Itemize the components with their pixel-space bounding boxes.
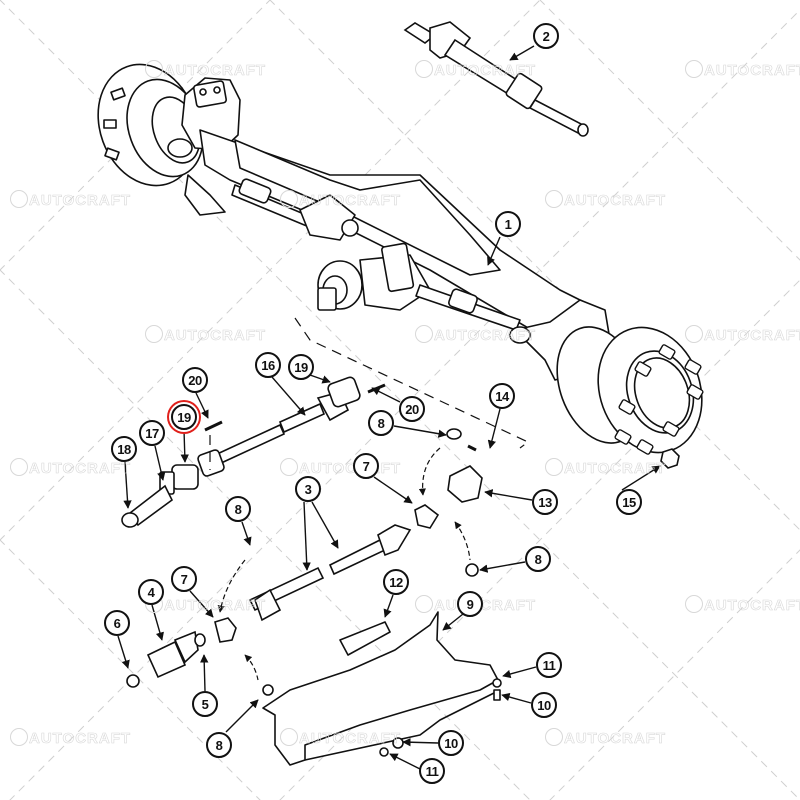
watermark-label: AUTOCRAFT — [29, 730, 132, 748]
watermark-label: AUTOCRAFT — [704, 62, 800, 80]
watermark-text: AUTOCRAFT — [280, 190, 401, 209]
callout-part-8[interactable]: 8 — [368, 410, 394, 436]
watermark-label: AUTOCRAFT — [434, 597, 537, 615]
shaft-assembly-part-2 — [403, 21, 589, 137]
callout-part-1[interactable]: 1 — [495, 211, 521, 237]
watermark-label: AUTOCRAFT — [164, 327, 267, 345]
watermark-text: AUTOCRAFT — [685, 325, 800, 344]
callout-part-4[interactable]: 4 — [138, 579, 164, 605]
watermark-logo-icon — [545, 728, 563, 746]
guard-part-9 — [262, 611, 502, 766]
watermark-label: AUTOCRAFT — [164, 62, 267, 80]
watermark-logo-icon — [280, 458, 298, 476]
watermark-label: AUTOCRAFT — [299, 730, 402, 748]
watermark-text: AUTOCRAFT — [280, 458, 401, 477]
callout-part-8[interactable]: 8 — [206, 732, 232, 758]
callout-part-7[interactable]: 7 — [171, 566, 197, 592]
watermark-logo-icon — [10, 728, 28, 746]
watermark-text: AUTOCRAFT — [145, 60, 266, 79]
watermark-logo-icon — [545, 458, 563, 476]
callout-part-18[interactable]: 18 — [111, 436, 137, 462]
slip-yoke-parts — [126, 617, 274, 696]
callout-part-11[interactable]: 11 — [419, 758, 445, 784]
dashed-assembly-outlines — [209, 317, 530, 470]
callout-part-8[interactable]: 8 — [225, 496, 251, 522]
right-hub — [556, 326, 704, 455]
callout-part-14[interactable]: 14 — [489, 383, 515, 409]
watermark-logo-icon — [415, 325, 433, 343]
watermark-logo-icon — [685, 595, 703, 613]
callout-part-8[interactable]: 8 — [525, 546, 551, 572]
assembly-motion-arrows — [217, 447, 471, 681]
watermark-label: AUTOCRAFT — [564, 730, 667, 748]
watermark-label: AUTOCRAFT — [434, 327, 537, 345]
watermark-label: AUTOCRAFT — [434, 62, 537, 80]
callout-part-20[interactable]: 20 — [399, 396, 425, 422]
callout-part-9[interactable]: 9 — [457, 591, 483, 617]
watermark-label: AUTOCRAFT — [564, 192, 667, 210]
callout-part-5[interactable]: 5 — [192, 691, 218, 717]
watermark-text: AUTOCRAFT — [10, 728, 131, 747]
watermark-logo-icon — [415, 60, 433, 78]
watermark-text: AUTOCRAFT — [415, 60, 536, 79]
watermark-logo-icon — [145, 325, 163, 343]
watermark-logo-icon — [685, 325, 703, 343]
watermark-logo-icon — [545, 190, 563, 208]
watermark-text: AUTOCRAFT — [545, 728, 666, 747]
callout-part-11[interactable]: 11 — [536, 652, 562, 678]
watermark-text: AUTOCRAFT — [685, 595, 800, 614]
callout-leader-arrows — [117, 45, 661, 771]
watermark-logo-icon — [10, 458, 28, 476]
watermark-label: AUTOCRAFT — [299, 192, 402, 210]
callout-part-10[interactable]: 10 — [531, 692, 557, 718]
callout-part-19[interactable]: 19 — [288, 354, 314, 380]
wheel-nut-part-15 — [660, 448, 680, 469]
callout-part-6[interactable]: 6 — [104, 610, 130, 636]
callout-part-3[interactable]: 3 — [295, 476, 321, 502]
watermark-label: AUTOCRAFT — [164, 597, 267, 615]
watermark-label: AUTOCRAFT — [564, 460, 667, 478]
watermark-logo-icon — [685, 60, 703, 78]
callout-part-20[interactable]: 20 — [182, 367, 208, 393]
watermark-logo-icon — [10, 190, 28, 208]
callout-part-15[interactable]: 15 — [616, 489, 642, 515]
callout-part-16[interactable]: 16 — [255, 352, 281, 378]
watermark-text: AUTOCRAFT — [10, 458, 131, 477]
left-driveline-parts — [121, 376, 386, 528]
watermark-logo-icon — [280, 728, 298, 746]
watermark-label: AUTOCRAFT — [299, 460, 402, 478]
watermark-text: AUTOCRAFT — [685, 60, 800, 79]
watermark-text: AUTOCRAFT — [545, 458, 666, 477]
center-joint-parts — [414, 428, 483, 577]
watermark-text: AUTOCRAFT — [145, 595, 266, 614]
callout-part-13[interactable]: 13 — [532, 489, 558, 515]
callout-part-17[interactable]: 17 — [139, 420, 165, 446]
watermark-logo-icon — [280, 190, 298, 208]
callout-part-12[interactable]: 12 — [383, 569, 409, 595]
watermark-text: AUTOCRAFT — [415, 325, 536, 344]
watermark-text: AUTOCRAFT — [280, 728, 401, 747]
callout-part-10[interactable]: 10 — [438, 730, 464, 756]
watermark-label: AUTOCRAFT — [704, 597, 800, 615]
watermark-logo-icon — [415, 595, 433, 613]
watermark-label: AUTOCRAFT — [29, 460, 132, 478]
propeller-shaft-part-3 — [248, 524, 412, 622]
callout-part-7[interactable]: 7 — [353, 453, 379, 479]
watermark-logo-icon — [145, 60, 163, 78]
watermark-text: AUTOCRAFT — [545, 190, 666, 209]
watermark-label: AUTOCRAFT — [29, 192, 132, 210]
watermark-text: AUTOCRAFT — [10, 190, 131, 209]
callout-part-19-selected[interactable]: 19 — [171, 404, 197, 430]
callout-part-2[interactable]: 2 — [533, 23, 559, 49]
watermark-label: AUTOCRAFT — [704, 327, 800, 345]
watermark-text: AUTOCRAFT — [145, 325, 266, 344]
